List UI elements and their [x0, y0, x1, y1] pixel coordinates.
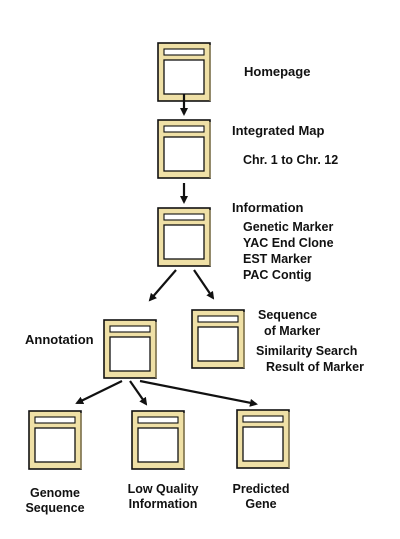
- homepage-window-icon: [157, 42, 211, 102]
- predicted-gene-line: Predicted: [232, 482, 290, 496]
- integrated-map-label: Integrated Map: [232, 123, 325, 138]
- information-item: PAC Contig: [243, 268, 312, 282]
- integrated-map-window-icon: [157, 119, 211, 179]
- similarity-search-label: Result of Marker: [266, 360, 364, 374]
- low-quality-line: Information: [128, 497, 198, 511]
- sequence-of-marker-window-icon: [191, 309, 245, 369]
- information-item: EST Marker: [243, 252, 312, 266]
- arrow-information-to-sequence: [193, 269, 215, 300]
- low-quality-line: Low Quality: [127, 482, 199, 496]
- information-item: YAC End Clone: [243, 236, 334, 250]
- similarity-search-label: Similarity Search: [256, 344, 358, 358]
- information-item: Genetic Marker: [243, 220, 334, 234]
- predicted-gene-window-icon: [236, 409, 290, 469]
- predicted-gene-line: Gene: [245, 497, 277, 511]
- annotation-window-icon: [103, 319, 157, 379]
- arrow-annotation-to-predicted: [139, 379, 258, 407]
- low-quality-label: Low Quality Information: [118, 482, 208, 512]
- information-label: Information: [232, 200, 304, 215]
- genome-sequence-window-icon: [28, 410, 82, 470]
- arrow-annotation-to-low-quality: [129, 380, 148, 406]
- sequence-of-marker-label: of Marker: [264, 324, 321, 338]
- information-window-icon: [157, 207, 211, 267]
- homepage-label: Homepage: [244, 64, 311, 79]
- annotation-label: Annotation: [25, 332, 94, 347]
- arrow-annotation-to-genome: [75, 380, 123, 404]
- low-quality-window-icon: [131, 410, 185, 470]
- genome-sequence-line: Genome: [29, 486, 80, 500]
- genome-sequence-line: Sequence: [25, 501, 85, 515]
- arrow-information-to-annotation: [148, 269, 177, 302]
- integrated-map-sub: Chr. 1 to Chr. 12: [243, 153, 339, 167]
- sequence-of-marker-label: Sequence: [258, 308, 318, 322]
- genome-sequence-label: Genome Sequence: [20, 486, 90, 516]
- predicted-gene-label: Predicted Gene: [226, 482, 296, 512]
